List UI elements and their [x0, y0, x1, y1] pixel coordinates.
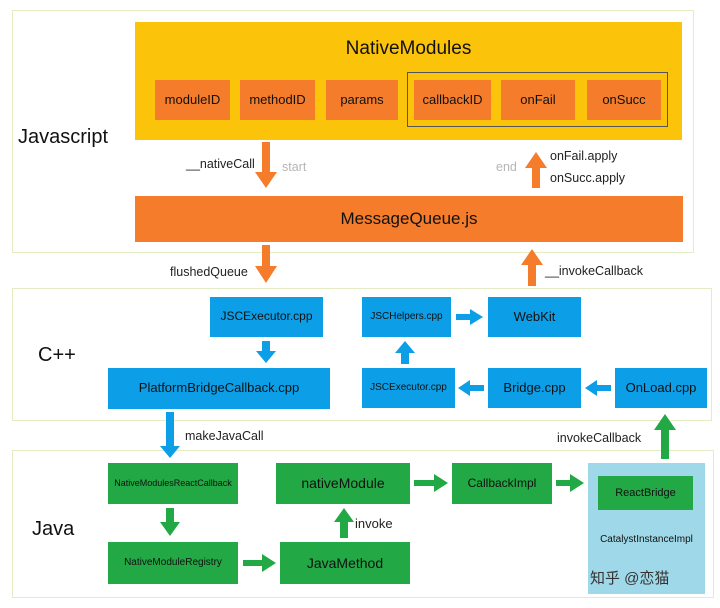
callback-fields-group — [407, 72, 668, 127]
jsc-executor-top-box: JSCExecutor.cpp — [210, 297, 323, 337]
start-label: start — [282, 160, 307, 174]
field-on-succ: onSucc — [587, 80, 661, 120]
field-callback-id: callbackID — [414, 80, 491, 120]
field-module-id: moduleID — [155, 80, 230, 120]
java-method-box: JavaMethod — [280, 542, 410, 584]
webkit-box: WebKit — [488, 297, 581, 337]
arrow-invoke-callback-js — [521, 249, 543, 286]
field-on-fail: onFail — [501, 80, 575, 120]
flushed-queue-label: flushedQueue — [170, 265, 248, 279]
lane-label-java: Java — [32, 518, 75, 540]
end-label: end — [496, 160, 517, 174]
lane-label-javascript: Javascript — [18, 126, 109, 148]
watermark: 知乎 @恋猫 — [590, 570, 670, 587]
invoke-callback-label: invokeCallback — [557, 431, 642, 445]
onload-box: OnLoad.cpp — [615, 368, 707, 408]
on-succ-apply-label: onSucc.apply — [550, 171, 626, 185]
field-method-id: methodID — [240, 80, 315, 120]
jsc-helpers-box: JSCHelpers.cpp — [362, 297, 451, 337]
native-modules-title: NativeModules — [345, 38, 472, 60]
invoke-label: invoke — [355, 516, 393, 531]
invoke-callback-js-label: __invokeCallback — [545, 264, 643, 278]
native-module-registry-box: NativeModuleRegistry — [108, 542, 238, 584]
native-call-label: __nativeCall — [186, 157, 255, 171]
callback-impl-box: CallbackImpl — [452, 463, 552, 504]
jsc-executor-bottom-box: JSCExecutor.cpp — [362, 368, 455, 408]
catalyst-instance-label: CatalystInstanceImpl — [600, 534, 693, 546]
bridge-box: Bridge.cpp — [488, 368, 581, 408]
platform-bridge-callback-box: PlatformBridgeCallback.cpp — [108, 368, 330, 409]
field-params: params — [326, 80, 398, 120]
react-bridge-box: ReactBridge — [598, 476, 693, 510]
make-java-call-label: makeJavaCall — [185, 429, 264, 443]
native-module-box: nativeModule — [276, 463, 410, 504]
on-fail-apply-label: onFail.apply — [550, 149, 618, 163]
lane-label-cpp: C++ — [38, 344, 76, 366]
message-queue-box: MessageQueue.js — [135, 196, 683, 242]
native-modules-react-callback-box: NativeModulesReactCallback — [108, 463, 238, 504]
